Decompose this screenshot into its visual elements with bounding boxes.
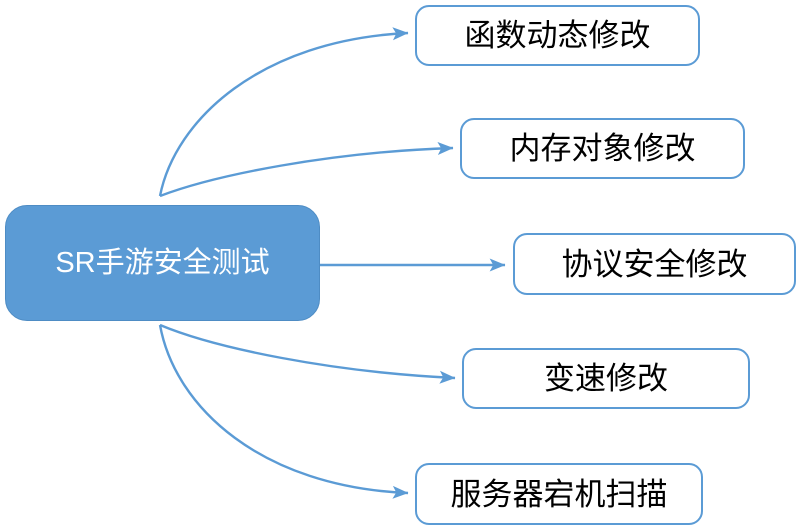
branch-node-1-label: 函数动态修改	[464, 18, 651, 53]
branch-node-5[interactable]: 服务器宕机扫描	[415, 463, 703, 525]
edge-to-branch-5	[158, 324, 409, 499]
edge-to-branch-2	[159, 142, 454, 198]
branch-node-2[interactable]: 内存对象修改	[460, 118, 745, 179]
branch-node-4-label: 变速修改	[544, 361, 668, 396]
root-node[interactable]: SR手游安全测试	[5, 205, 320, 321]
branch-node-1[interactable]: 函数动态修改	[415, 5, 700, 66]
edge-to-branch-4	[159, 323, 456, 384]
branch-node-2-label: 内存对象修改	[509, 131, 696, 166]
root-node-label: SR手游安全测试	[55, 246, 270, 279]
edge-to-branch-1	[158, 27, 409, 197]
branch-node-3[interactable]: 协议安全修改	[513, 233, 796, 295]
branch-node-3-label: 协议安全修改	[561, 246, 748, 282]
branch-node-5-label: 服务器宕机扫描	[450, 476, 668, 512]
branch-node-4[interactable]: 变速修改	[462, 348, 750, 409]
